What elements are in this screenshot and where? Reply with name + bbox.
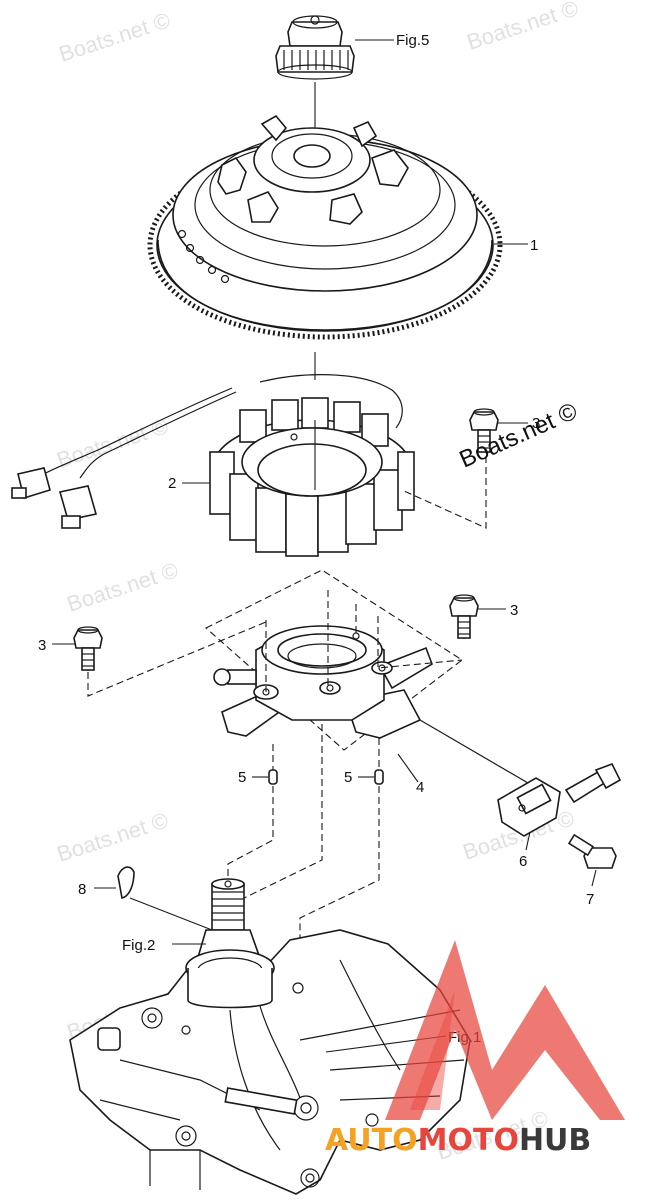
stator (11, 374, 415, 557)
logo-triangle-inner-icon (410, 990, 455, 1110)
dashed-guide (227, 724, 380, 960)
callout-part-2: 2 (168, 475, 176, 492)
woodruff-key (117, 866, 135, 899)
watermark: Boats.net © (54, 807, 171, 866)
dowel-pin (374, 769, 384, 785)
flywheel-nut (275, 15, 355, 80)
callout-part-5: 5 (344, 769, 352, 786)
bolt (449, 594, 479, 639)
callout-fig5: Fig.5 (396, 32, 429, 49)
leader-line (591, 869, 597, 887)
callout-part-8: 8 (78, 881, 86, 898)
watermark-center: Boats.net © (455, 398, 581, 474)
automotohub-logo: AUTOMOTOHUB (325, 940, 625, 1158)
watermark: Boats.net © (64, 557, 181, 616)
dashed-guide (265, 590, 463, 692)
flywheel (147, 114, 503, 340)
callout-part-7: 7 (586, 891, 594, 908)
logo-text-auto: AUTO (325, 1123, 418, 1158)
watermark: Boats.net © (56, 7, 173, 66)
leader-line (129, 897, 213, 931)
callout-part-3: 3 (532, 415, 540, 432)
leader-line (397, 753, 419, 783)
logo-text-hub: HUB (519, 1123, 591, 1158)
bolt (73, 626, 103, 671)
pulser-coil (419, 719, 622, 837)
bolt (567, 833, 617, 869)
logo-text-moto: MOTO (418, 1123, 519, 1158)
callout-part-3: 3 (38, 637, 46, 654)
stator-base (205, 569, 463, 751)
leader-line (525, 831, 531, 851)
dashed-guide (401, 456, 487, 529)
callout-part-4: 4 (416, 779, 424, 796)
svg-text:AUTOMOTOHUB: AUTOMOTOHUB (325, 1123, 591, 1158)
logo-triangle-icon (385, 940, 625, 1120)
dowel-pin (268, 769, 278, 785)
callout-part-3: 3 (510, 602, 518, 619)
callout-part-5: 5 (238, 769, 246, 786)
callout-fig2: Fig.2 (122, 937, 155, 954)
dashed-guide (87, 621, 267, 697)
bolt (469, 408, 499, 453)
watermark: Boats.net © (464, 0, 581, 55)
callout-part-1: 1 (530, 237, 538, 254)
crankcase (69, 929, 471, 1195)
callout-part-6: 6 (519, 853, 527, 870)
